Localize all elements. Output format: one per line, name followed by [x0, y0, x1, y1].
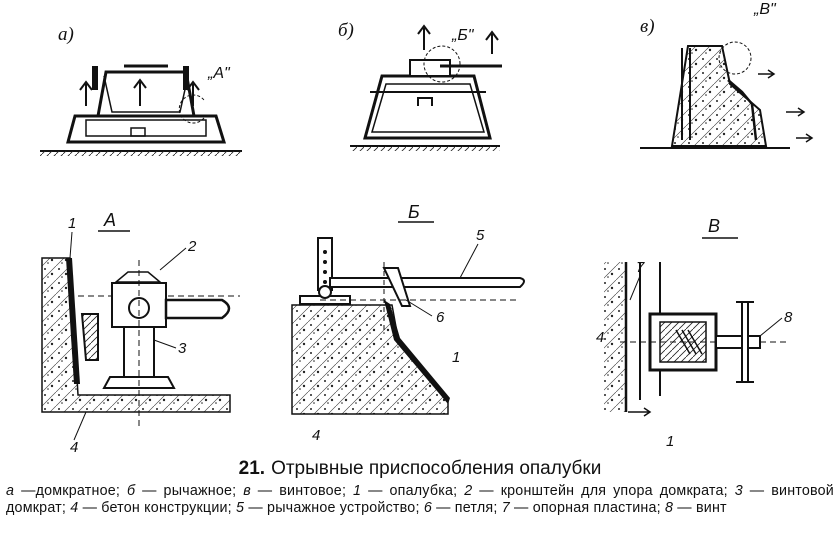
caption-legend: а —домкратное; б — рычажное; в — винтово… [6, 483, 834, 517]
detail-a-num-1: 1 [68, 215, 76, 232]
legend-key: 7 [501, 500, 510, 516]
legend-key: 4 [70, 500, 79, 516]
legend-key: 6 [423, 500, 432, 516]
legend-key: 8 [664, 500, 674, 516]
detail-v-label: В [708, 216, 720, 236]
detail-a-num-4: 4 [70, 439, 78, 456]
caption-title: 21.Отрывные приспособления опалубки [6, 458, 834, 480]
detail-v-num-4: 4 [596, 329, 604, 346]
legend-text: — винтовой домкрат; [6, 483, 834, 516]
panel-b-label: б) [338, 20, 354, 41]
callout-a: „А" [207, 65, 231, 82]
detail-a: А 1 2 3 4 [41, 210, 240, 456]
legend-text: —домкратное; [14, 483, 127, 499]
callout-b: „Б" [451, 27, 475, 44]
detail-a-num-2: 2 [187, 238, 197, 255]
legend-text: — бетон конструкции; [78, 500, 237, 516]
legend-text: — рычажное устройство; [244, 500, 424, 516]
detail-b-label: Б [408, 202, 420, 222]
detail-v-num-8: 8 [784, 309, 793, 326]
caption-title-text: Отрывные приспособления опалубки [271, 458, 602, 479]
panel-c-label: в) [640, 16, 655, 37]
legend-text: — опалубка; [361, 483, 465, 499]
legend-key: а [6, 483, 15, 499]
detail-b: Б 5 6 1 4 [291, 202, 525, 444]
panel-a-label: а) [58, 24, 74, 45]
figure-caption: 21.Отрывные приспособления опалубки а —д… [6, 458, 834, 517]
detail-b-num-1: 1 [452, 349, 460, 366]
legend-key: 3 [734, 483, 743, 499]
legend-text: — кронштейн для упора домкрата; [472, 483, 735, 499]
detail-a-num-3: 3 [178, 340, 187, 357]
legend-text: — винт [673, 500, 727, 516]
callout-c: „В" [753, 1, 777, 18]
panel-c: в) „В" [640, 1, 814, 149]
legend-text: — винтовое; [250, 483, 354, 499]
panel-a: а) „А" [40, 24, 242, 156]
detail-b-num-4: 4 [312, 427, 320, 444]
legend-text: — опорная пластина; [509, 500, 665, 516]
legend-key: в [243, 483, 251, 499]
detail-v: В 7 8 4 1 [596, 216, 793, 450]
panel-b: б) „Б" [338, 20, 502, 151]
detail-a-label: А [103, 210, 116, 230]
legend-text: — рычажное; [135, 483, 244, 499]
legend-key: 2 [464, 483, 473, 499]
legend-key: 1 [353, 483, 362, 499]
detail-v-num-7: 7 [636, 259, 645, 276]
detail-b-num-5: 5 [476, 227, 485, 244]
figure-number: 21. [238, 458, 266, 479]
formwork-figure: а) „А" б) „Б" в) [40, 1, 814, 456]
legend-text: — петля; [431, 500, 502, 516]
detail-v-num-1: 1 [666, 433, 674, 450]
legend-key: б [126, 483, 136, 499]
legend-key: 5 [236, 500, 245, 516]
detail-b-num-6: 6 [436, 309, 445, 326]
